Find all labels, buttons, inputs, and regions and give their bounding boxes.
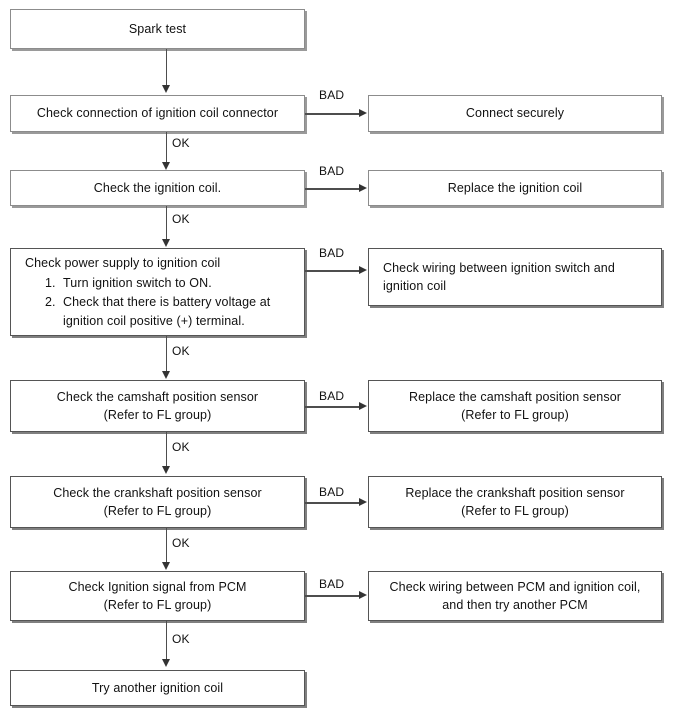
node-check-wiring-ignition-switch-line2: ignition coil — [383, 279, 447, 293]
node-check-ignition-signal-pcm[interactable]: Check Ignition signal from PCM (Refer to… — [10, 571, 305, 621]
connector-step2-bad — [305, 188, 360, 190]
arrow-step5-ok — [162, 562, 170, 570]
edge-label-step6-bad: BAD — [319, 577, 345, 591]
arrow-step6-bad — [359, 591, 367, 599]
list-item-number: 2. — [45, 295, 56, 309]
list-item-number: 1. — [45, 275, 56, 290]
connector-step6-ok — [166, 621, 167, 661]
node-check-crankshaft-sensor-line1: Check the crankshaft position sensor — [53, 485, 262, 500]
node-check-camshaft-sensor-line1: Check the camshaft position sensor — [56, 389, 259, 404]
arrow-step1-ok — [162, 162, 170, 170]
connector-step5-ok — [166, 528, 167, 564]
edge-label-step3-bad: BAD — [319, 246, 345, 260]
edge-label-step5-bad: BAD — [319, 485, 345, 499]
node-replace-crankshaft-sensor-line1: Replace the crankshaft position sensor — [405, 485, 625, 500]
list-item: 2. Check that there is battery voltage a… — [25, 293, 304, 311]
arrow-step4-ok — [162, 466, 170, 474]
node-replace-camshaft-sensor[interactable]: Replace the camshaft position sensor (Re… — [368, 380, 662, 432]
node-check-power-supply[interactable]: Check power supply to ignition coil 1. T… — [10, 248, 305, 336]
node-spark-test-label: Spark test — [128, 21, 187, 36]
node-check-power-supply-steps: 1. Turn ignition switch to ON. 2. Check … — [25, 274, 304, 330]
node-try-another-ignition-coil[interactable]: Try another ignition coil — [10, 670, 305, 706]
node-replace-camshaft-sensor-line2: (Refer to FL group) — [461, 408, 569, 422]
node-check-ignition-signal-pcm-line2: (Refer to FL group) — [103, 598, 212, 612]
node-check-wiring-ignition-switch[interactable]: Check wiring between ignition switch and… — [368, 248, 662, 306]
list-item-text: ignition coil positive (+) terminal. — [63, 314, 245, 329]
node-check-camshaft-sensor-line2: (Refer to FL group) — [103, 408, 212, 422]
node-check-ignition-coil[interactable]: Check the ignition coil. — [10, 170, 305, 206]
node-check-wiring-pcm-line1: Check wiring between PCM and ignition co… — [389, 579, 641, 594]
connector-step4-bad — [305, 406, 360, 408]
connector-step5-bad — [305, 502, 360, 504]
node-replace-crankshaft-sensor[interactable]: Replace the crankshaft position sensor (… — [368, 476, 662, 528]
arrow-step5-bad — [359, 498, 367, 506]
arrow-step2-bad — [359, 184, 367, 192]
edge-label-step2-bad: BAD — [319, 164, 345, 178]
node-check-camshaft-sensor[interactable]: Check the camshaft position sensor (Refe… — [10, 380, 305, 432]
list-item: ignition coil positive (+) terminal. — [25, 312, 304, 330]
arrow-step6-ok — [162, 659, 170, 667]
edge-label-step4-bad: BAD — [319, 389, 345, 403]
list-item: 1. Turn ignition switch to ON. — [25, 274, 304, 292]
node-check-crankshaft-sensor-line2: (Refer to FL group) — [103, 504, 212, 518]
node-check-crankshaft-sensor[interactable]: Check the crankshaft position sensor (Re… — [10, 476, 305, 528]
connector-step1-ok — [166, 132, 167, 165]
node-replace-camshaft-sensor-line1: Replace the camshaft position sensor — [408, 389, 622, 404]
node-replace-ignition-coil[interactable]: Replace the ignition coil — [368, 170, 662, 206]
list-item-text: Turn ignition switch to ON. — [63, 275, 212, 290]
connector-step3-ok — [166, 336, 167, 373]
node-connect-securely-label: Connect securely — [465, 106, 565, 121]
edge-label-step1-bad: BAD — [319, 88, 345, 102]
arrow-step4-bad — [359, 402, 367, 410]
node-replace-crankshaft-sensor-line2: (Refer to FL group) — [461, 504, 569, 518]
connector-step3-bad — [305, 270, 360, 272]
arrow-step3-bad — [359, 266, 367, 274]
node-check-ignition-signal-pcm-line1: Check Ignition signal from PCM — [68, 579, 247, 594]
edge-label-step1-ok: OK — [172, 136, 190, 150]
edge-label-step2-ok: OK — [172, 212, 190, 226]
edge-label-step4-ok: OK — [172, 440, 190, 454]
node-try-another-ignition-coil-label: Try another ignition coil — [91, 680, 224, 695]
arrow-step2-ok — [162, 239, 170, 247]
node-replace-ignition-coil-label: Replace the ignition coil — [447, 180, 583, 195]
node-check-wiring-pcm[interactable]: Check wiring between PCM and ignition co… — [368, 571, 662, 621]
list-item-text: Check that there is battery voltage at — [63, 295, 271, 309]
node-check-ignition-coil-label: Check the ignition coil. — [93, 180, 222, 195]
node-check-wiring-pcm-line2: and then try another PCM — [442, 598, 588, 612]
node-check-connector-label: Check connection of ignition coil connec… — [36, 106, 279, 121]
arrow-start-to-step1 — [162, 85, 170, 93]
connector-step4-ok — [166, 432, 167, 468]
connector-start-to-step1 — [166, 49, 167, 88]
node-check-wiring-ignition-switch-line1: Check wiring between ignition switch and — [383, 260, 615, 275]
node-check-connector[interactable]: Check connection of ignition coil connec… — [10, 95, 305, 132]
arrow-step3-ok — [162, 371, 170, 379]
connector-step2-ok — [166, 206, 167, 242]
node-spark-test[interactable]: Spark test — [10, 9, 305, 49]
node-check-power-supply-title: Check power supply to ignition coil — [25, 255, 221, 270]
arrow-step1-bad — [359, 109, 367, 117]
edge-label-step6-ok: OK — [172, 632, 190, 646]
edge-label-step5-ok: OK — [172, 536, 190, 550]
edge-label-step3-ok: OK — [172, 344, 190, 358]
connector-step1-bad — [305, 113, 360, 115]
node-connect-securely[interactable]: Connect securely — [368, 95, 662, 132]
connector-step6-bad — [305, 595, 360, 597]
